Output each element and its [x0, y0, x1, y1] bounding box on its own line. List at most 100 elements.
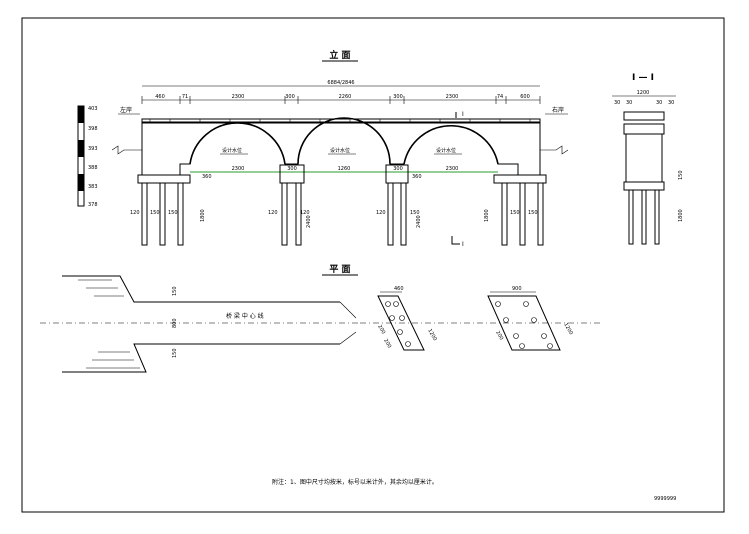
scale-5: 383: [88, 184, 98, 190]
dim-ticks: [141, 96, 541, 104]
water-label-1: 设计水位: [222, 147, 242, 154]
dim-top-7: 2300: [446, 94, 459, 100]
section-title: I — I: [632, 73, 654, 83]
pier-h-4: 2400: [416, 215, 422, 228]
scale-4: 388: [88, 165, 98, 171]
sec-dim-3: 30: [656, 100, 662, 106]
piles: [141, 182, 544, 246]
pier-plan-2-piles: [495, 301, 553, 349]
pier-plan-1-piles: [385, 301, 411, 347]
section-deck: [623, 111, 665, 121]
pier-plan-2: [487, 295, 561, 351]
section-dim-150: 150: [678, 170, 684, 180]
pier2-b: 1200: [562, 322, 574, 336]
section-dim-1800: 1800: [678, 209, 684, 222]
dim-top-5: 2260: [339, 94, 352, 100]
pier1-b: 200: [382, 338, 392, 349]
scale-fills: [78, 106, 84, 191]
arch-2: [297, 117, 391, 165]
overall-dim-text: 6884/2846: [327, 80, 354, 86]
mid-dims: 2300 300 1260 300 2300: [232, 166, 459, 172]
dim-top-1: 460: [155, 94, 165, 100]
road-edge-top: [62, 275, 340, 303]
plan-title: 平 面: [329, 264, 350, 275]
pile-dim-7: 120: [376, 210, 386, 216]
scale-2: 398: [88, 126, 98, 132]
scale-1: 403: [88, 106, 98, 112]
dim-top-8: 74: [497, 94, 503, 100]
road-hatch: [78, 279, 140, 369]
centerline-label: 桥 梁 中 心 线: [226, 312, 264, 320]
dim-mid-2: 300: [287, 166, 297, 172]
parapet: [141, 118, 541, 124]
road-dim-mid: 800: [172, 318, 178, 328]
pile-dim-4: 1800: [200, 209, 206, 222]
section-fill-dark: [623, 123, 665, 135]
sec-dim-4: 30: [668, 100, 674, 106]
dim-top-3: 2300: [232, 94, 245, 100]
break-right: [540, 145, 569, 155]
dim-mid-1: 2300: [232, 166, 245, 172]
drawing-note: 附注：1、图中尺寸均按米，标号以米计外，其余均以厘米计。: [272, 478, 438, 486]
section-width: 1200: [637, 90, 650, 96]
top-dims: 460 71 2300 300 2260 300 2300 74 600: [155, 94, 530, 100]
left-bank-label: 左岸: [120, 106, 132, 114]
pile-dim-8: 150: [410, 210, 420, 216]
pile-dim-9: 1800: [484, 209, 490, 222]
section-cap: [623, 181, 665, 191]
pier-1: [279, 164, 305, 184]
elevation-title: 立 面: [329, 49, 350, 61]
pier-h-1: 360: [202, 174, 212, 180]
water-label-2: 设计水位: [330, 147, 350, 154]
dim-top-9: 600: [520, 94, 530, 100]
dim-mid-5: 2300: [446, 166, 459, 172]
cut-mark-bottom: I: [462, 241, 464, 248]
section-piles: [628, 189, 660, 245]
pile-dim-2: 150: [150, 210, 160, 216]
dim-top-4: 300: [285, 94, 295, 100]
break-left: [111, 145, 142, 155]
pile-dim-10: 150: [510, 210, 520, 216]
arch-3: [403, 125, 499, 165]
dim-top-2: 71: [182, 94, 188, 100]
pier1-w: 460: [394, 286, 404, 292]
sec-dim-2: 30: [626, 100, 632, 106]
abutment-cap-right: [493, 174, 547, 184]
road-dim-bot: 150: [172, 348, 178, 358]
pile-dim-6: 120: [300, 210, 310, 216]
pile-dim-3: 150: [168, 210, 178, 216]
pier1-a: 200: [376, 324, 386, 335]
dim-mid-4: 300: [393, 166, 403, 172]
arch-1: [189, 122, 286, 165]
pier1-c: 1200: [426, 328, 438, 342]
pier2-w: 900: [512, 286, 522, 292]
section-body: [625, 133, 663, 183]
pile-dim-11: 150: [528, 210, 538, 216]
pier-2: [385, 164, 409, 184]
abutment-cap-left: [137, 174, 191, 184]
road-dim-top: 150: [172, 286, 178, 296]
pier-plan-1: [377, 295, 425, 351]
drawing-number: 9999999: [654, 496, 676, 502]
drawing-frame: [21, 17, 725, 513]
right-bank-label: 右岸: [552, 106, 564, 114]
pier-h-2: 2400: [306, 215, 312, 228]
road-edge-bottom: [62, 343, 340, 373]
sec-dim-1: 30: [614, 100, 620, 106]
scale-3: 393: [88, 146, 98, 152]
cut-mark-top: I: [462, 111, 464, 118]
dim-mid-3: 1260: [338, 166, 351, 172]
pier2-a: 200: [494, 330, 504, 341]
section-small-dims: 30 30 30 30: [614, 100, 674, 106]
pile-dim-5: 120: [268, 210, 278, 216]
scale-labels: 403 398 393 388 383 378: [88, 106, 98, 208]
water-label-3: 设计水位: [436, 147, 456, 154]
pile-dims: 120 150 150 1800 120 120 120 150 1800 15…: [130, 209, 538, 222]
parapet-posts: [149, 119, 531, 123]
pile-dim-1: 120: [130, 210, 140, 216]
dim-top-6: 300: [393, 94, 403, 100]
pier-h-3: 360: [412, 174, 422, 180]
scale-6: 378: [88, 202, 98, 208]
